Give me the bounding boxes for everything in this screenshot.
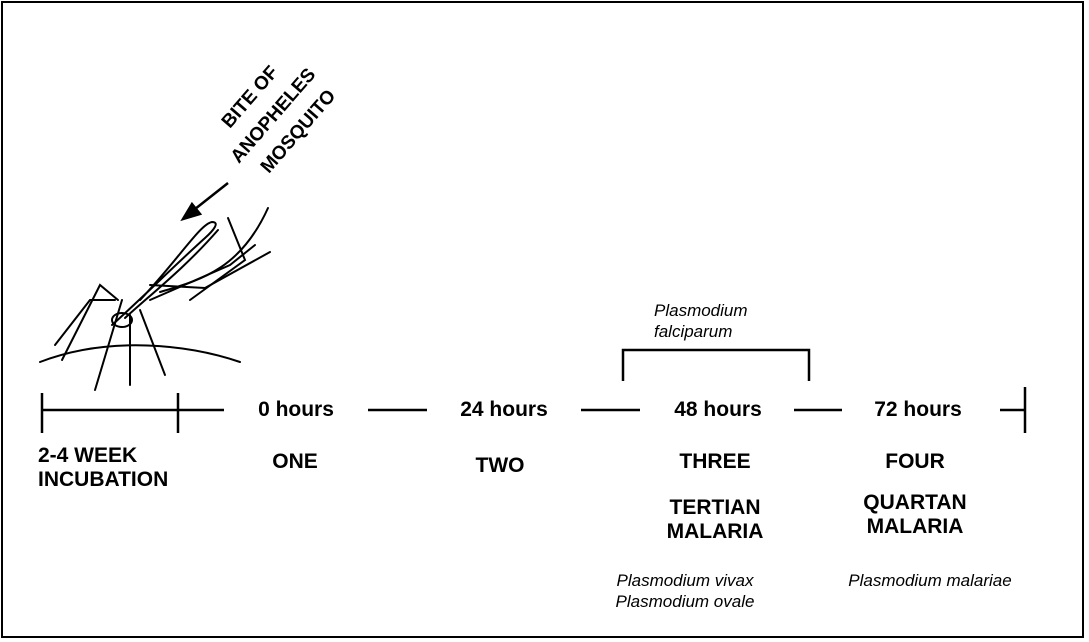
timeline-line [40,387,1027,433]
quartan-title-line-2: MALARIA [866,515,964,538]
tertian-species-vivax: Plasmodium vivax [616,571,754,590]
mosquito-leg [61,283,119,361]
tertian-title-line-1: TERTIAN [669,496,761,519]
mosquito-illustration [39,207,271,391]
quartan-title-line-1: QUARTAN [863,491,967,514]
mosquito-wing [149,244,256,301]
tertian-title-line-2: MALARIA [666,520,764,543]
hours-label-72: 72 hours [874,398,962,421]
hours-label-48: 48 hours [674,398,762,421]
mosquito-body [111,220,217,326]
falciparum-bracket [621,348,811,381]
day-label-one: ONE [272,450,318,473]
quartan-species-malariae: Plasmodium malariae [848,571,1012,590]
incubation-label-line-1: 2-4 WEEK [38,444,138,467]
day-label-three: THREE [679,450,751,473]
day-label-four: FOUR [885,450,945,473]
mosquito-leg [54,299,116,346]
falciparum-label-line-1: Plasmodium [654,301,748,320]
hours-label-0: 0 hours [258,398,334,421]
bite-arrow [180,182,229,222]
tertian-species-ovale: Plasmodium ovale [615,592,755,611]
falciparum-label-line-2: falciparum [654,322,733,341]
hours-label-24: 24 hours [460,398,548,421]
mosquito-leg [139,309,166,376]
mosquito-leg [94,299,123,391]
incubation-label-line-2: INCUBATION [38,468,169,491]
skin-line [39,344,241,363]
day-label-two: TWO [475,454,525,477]
